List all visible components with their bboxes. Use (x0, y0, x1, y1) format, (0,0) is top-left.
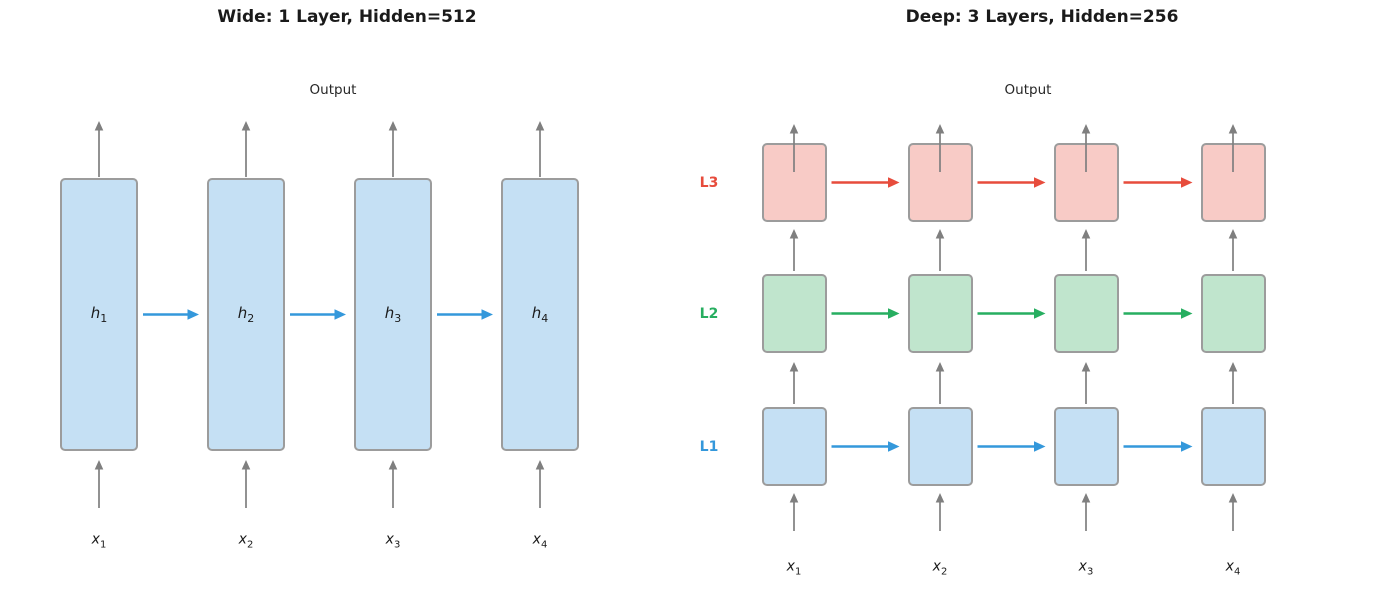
left-input-label-x1: x1 (91, 531, 107, 551)
hidden-state-label-h2: h2 (237, 304, 255, 325)
right-input-label-x3: x3 (1078, 558, 1094, 578)
rnn-cell-box-l3-t3 (1053, 143, 1119, 222)
left-output-arrow-4 (535, 121, 545, 177)
left-input-arrow-2 (241, 460, 251, 508)
interlayer-arrow-l2-l3-4 (1228, 229, 1238, 271)
right-input-arrow-1 (789, 493, 799, 531)
interlayer-arrow-l1-l2-3 (1081, 362, 1091, 404)
rnn-cell-box-l2-t3 (1053, 274, 1119, 353)
hidden-state-label-h3: h3 (384, 304, 402, 325)
left-input-arrow-4 (535, 460, 545, 508)
rnn-cell-box-l2-t1 (761, 274, 827, 353)
left-panel-title: Wide: 1 Layer, Hidden=512 (217, 7, 477, 27)
interlayer-arrow-l2-l3-2 (935, 229, 945, 271)
left-output-arrow-3 (388, 121, 398, 177)
left-input-label-x3: x3 (385, 531, 401, 551)
interlayer-arrow-l2-l3-3 (1081, 229, 1091, 271)
left-output-label: Output (309, 82, 357, 98)
recurrent-arrow-l3-2 (977, 177, 1046, 188)
right-input-arrow-2 (935, 493, 945, 531)
recurrent-arrow-l1-1 (831, 441, 900, 452)
right-input-label-x2: x2 (932, 558, 948, 578)
rnn-cell-box-l3-t4 (1200, 143, 1266, 222)
rnn-cell-box-l1-t4 (1200, 407, 1266, 486)
recurrent-arrow-l2-3 (1123, 308, 1193, 319)
left-output-arrow-1 (94, 121, 104, 177)
rnn-cell-box-l1-t2 (907, 407, 973, 486)
right-input-label-x4: x4 (1225, 558, 1241, 578)
rnn-cell-box-l2-t4 (1200, 274, 1266, 353)
layer-label-l3: L3 (699, 174, 719, 191)
hidden-state-box-h2: h2 (207, 178, 285, 451)
left-input-label-x2: x2 (238, 531, 254, 551)
recurrent-arrow-l3-3 (1123, 177, 1193, 188)
hidden-state-box-h1: h1 (60, 178, 138, 451)
rnn-cell-box-l3-t2 (907, 143, 973, 222)
rnn-cell-box-l3-t1 (761, 143, 827, 222)
left-input-arrow-3 (388, 460, 398, 508)
left-recurrent-arrow-3 (437, 309, 493, 320)
hidden-state-box-h4: h4 (501, 178, 579, 451)
recurrent-arrow-l2-2 (977, 308, 1046, 319)
hidden-state-label-h1: h1 (90, 304, 108, 325)
interlayer-arrow-l1-l2-4 (1228, 362, 1238, 404)
interlayer-arrow-l1-l2-2 (935, 362, 945, 404)
rnn-cell-box-l1-t1 (761, 407, 827, 486)
right-output-label: Output (1004, 82, 1052, 98)
recurrent-arrow-l2-1 (831, 308, 900, 319)
rnn-cell-box-l1-t3 (1053, 407, 1119, 486)
right-input-arrow-4 (1228, 493, 1238, 531)
left-input-label-x4: x4 (532, 531, 548, 551)
recurrent-arrow-l1-3 (1123, 441, 1193, 452)
left-recurrent-arrow-1 (143, 309, 199, 320)
recurrent-arrow-l1-2 (977, 441, 1046, 452)
recurrent-arrow-l3-1 (831, 177, 900, 188)
rnn-cell-box-l2-t2 (907, 274, 973, 353)
left-input-arrow-1 (94, 460, 104, 508)
interlayer-arrow-l2-l3-1 (789, 229, 799, 271)
layer-label-l2: L2 (699, 305, 719, 322)
hidden-state-box-h3: h3 (354, 178, 432, 451)
left-recurrent-arrow-2 (290, 309, 346, 320)
right-input-arrow-3 (1081, 493, 1091, 531)
layer-label-l1: L1 (699, 438, 719, 455)
right-input-label-x1: x1 (786, 558, 802, 578)
left-output-arrow-2 (241, 121, 251, 177)
interlayer-arrow-l1-l2-1 (789, 362, 799, 404)
hidden-state-label-h4: h4 (531, 304, 549, 325)
right-panel-title: Deep: 3 Layers, Hidden=256 (905, 7, 1179, 27)
